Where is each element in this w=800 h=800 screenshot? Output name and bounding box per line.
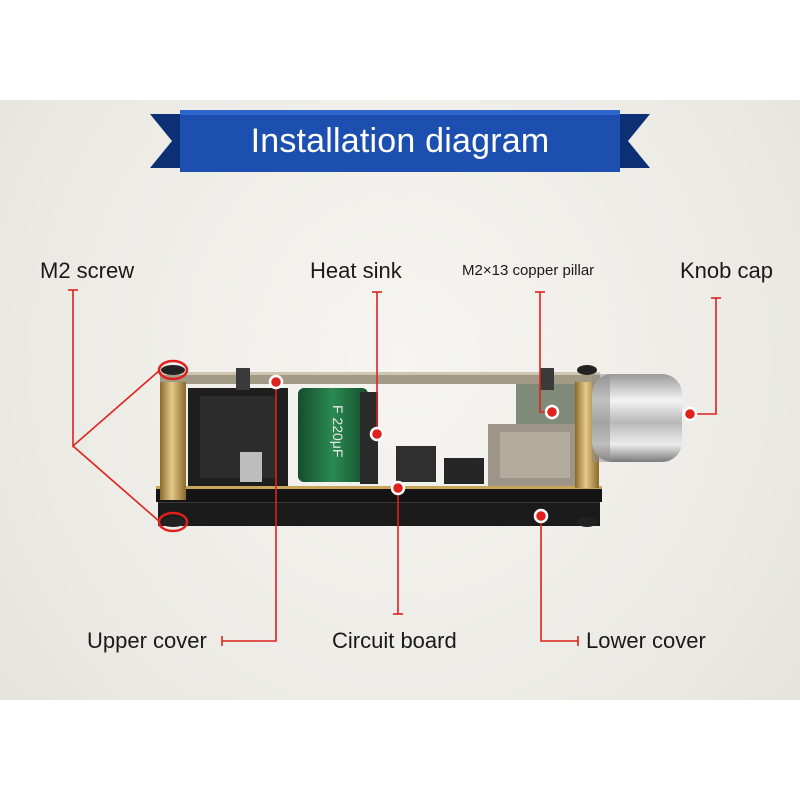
label-copper-pillar: M2×13 copper pillar xyxy=(462,262,595,279)
upper-cover-plate xyxy=(160,372,600,384)
heat-sink-shape xyxy=(360,392,484,484)
banner-ribbon-shape xyxy=(150,110,650,172)
circuit-board-shape xyxy=(156,486,602,502)
capacitor-marking: F 220μF xyxy=(330,405,346,457)
lower-cover-plate xyxy=(158,500,600,526)
screw-heads xyxy=(161,365,597,527)
label-m2-screw: M2 screw xyxy=(40,258,135,283)
label-lower-cover: Lower cover xyxy=(586,628,706,653)
dc-jack xyxy=(188,388,288,486)
potentiometer xyxy=(488,384,580,486)
label-knob-cap: Knob cap xyxy=(680,258,773,283)
label-circuit-board: Circuit board xyxy=(332,628,457,653)
top-margin xyxy=(0,0,800,100)
label-heat-sink: Heat sink xyxy=(310,258,402,283)
leader-dots xyxy=(268,374,698,524)
leader-lines xyxy=(68,289,721,646)
label-upper-cover: Upper cover xyxy=(87,628,207,653)
knob-cap xyxy=(592,374,682,462)
title-banner: Installation diagram xyxy=(150,108,650,174)
diagram-title: Installation diagram xyxy=(250,121,550,160)
capacitor: F 220μF xyxy=(298,388,368,482)
bottom-margin xyxy=(0,700,800,800)
screw-highlight-circles xyxy=(157,359,189,533)
